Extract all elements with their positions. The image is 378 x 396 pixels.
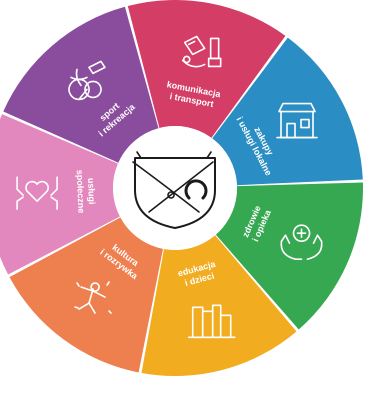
segment-label-line: usługi [86, 178, 97, 205]
coat-of-arms-icon [132, 151, 216, 229]
books-icon [187, 304, 236, 339]
health-care-icon [280, 224, 323, 260]
shop-icon [276, 102, 318, 139]
segment-label-line: społeczne [75, 170, 87, 214]
segments-layer [0, 0, 364, 376]
segment-health [215, 182, 364, 330]
icons-layer [16, 35, 323, 339]
segment-transport [127, 0, 286, 138]
dancer-icon [74, 281, 112, 314]
segment-culture [9, 217, 164, 373]
center-disc [113, 126, 237, 250]
hands-heart-icon [16, 176, 58, 210]
segment-social [0, 114, 120, 275]
sport-balls-icon [68, 60, 106, 101]
segment-label-social: usługispołeczne [75, 169, 98, 213]
transport-icon [181, 35, 222, 68]
